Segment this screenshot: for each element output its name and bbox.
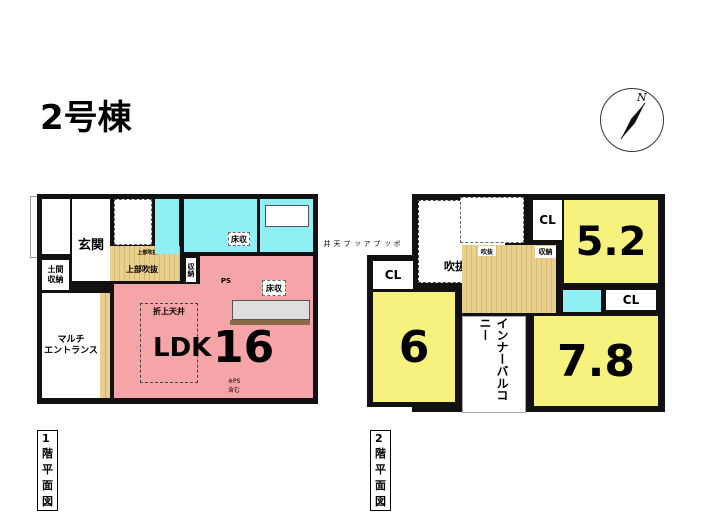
kitchen-area: [200, 256, 313, 286]
cl-top: CL: [533, 200, 562, 240]
ps-label: PS: [220, 277, 232, 285]
entry-door-area: [42, 199, 70, 254]
cl-left: CL: [373, 261, 413, 289]
compass-label: N: [637, 91, 647, 104]
ldk-name: LDK: [153, 333, 212, 363]
coffered-ceiling: [140, 303, 198, 383]
void-label: 吹抜: [444, 260, 466, 273]
entry-step: [30, 196, 42, 258]
floor-storage-kitchen: 床収: [262, 280, 286, 296]
room-7-8: 7.8: [534, 316, 658, 406]
north-arrow-icon: N: [600, 88, 664, 152]
toilet-2f: [563, 290, 601, 312]
building-title: 2号棟: [40, 98, 132, 138]
counter-base: [230, 320, 310, 325]
ldk-note: ※PS含む: [228, 378, 241, 394]
ldk-size: 16: [213, 322, 275, 373]
room-6: 6: [373, 292, 455, 402]
kitchen-counter: [232, 300, 310, 320]
coffered-ceiling-label: 折上天井: [142, 305, 196, 317]
genkan: [72, 199, 110, 281]
popup-outlet-label: ポップアップ天井: [323, 240, 401, 247]
inner-balcony: インナーバルコニー: [462, 316, 526, 413]
doma-storage: 土間 収納: [42, 260, 69, 290]
bathtub: [265, 205, 309, 227]
upper-void-small-label: 上部吹抜: [137, 249, 158, 256]
storage-1f: 収納: [186, 258, 196, 282]
void-small-label: 吹抜: [478, 246, 496, 256]
stairs: [114, 199, 152, 245]
cl-right: CL: [606, 290, 656, 310]
genkan-label: 玄関: [77, 237, 104, 253]
wood-strip: [100, 293, 110, 398]
floor2-caption: 2階平面図: [370, 430, 391, 511]
toilet-1f: [155, 199, 179, 254]
room-5-2: 5.2: [564, 200, 658, 283]
upper-void-label: 上部吹抜: [126, 264, 158, 274]
multi-entrance: マルチ エントランス: [42, 293, 100, 398]
storage-2f: 収納: [535, 246, 556, 258]
floor-storage-wash: 床収: [228, 232, 250, 246]
floor1-caption: 1階平面図: [37, 430, 58, 511]
stairs-2f: [460, 197, 524, 243]
